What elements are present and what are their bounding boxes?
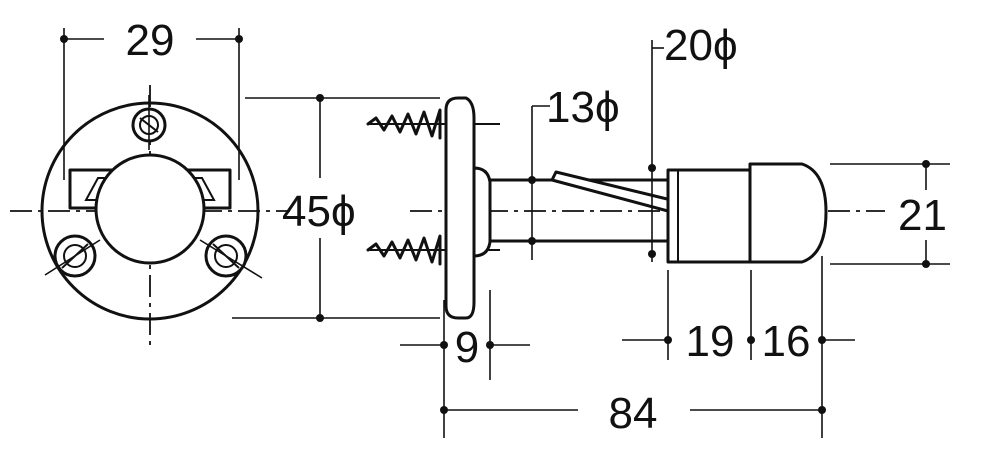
dim-19-dot-left [664,336,672,344]
dim-20-dot-top [648,164,656,172]
dim-45-dot-bottom [316,314,324,322]
screw-bottom-thread [366,234,442,266]
dim-21-label: 21 [898,191,947,240]
dim-20-label: 20ϕ [664,21,738,70]
wood-screw-top [366,108,500,140]
dim-84-dot-right [818,406,826,414]
dim-29-dot-left [60,35,68,43]
dim-21-dot-bottom [922,260,930,268]
dim-84-dot-left [440,406,448,414]
dim-84-label: 84 [609,389,658,438]
dim-16-label: 16 [762,317,811,366]
knob-outline [94,153,206,265]
dim-13-dot-top [528,176,536,184]
dim-29-dot-right [235,35,243,43]
screw-left-head [63,244,87,268]
dim-9-label: 9 [455,323,479,372]
flange-outline [40,101,260,321]
screw-left-axis [44,239,101,276]
dim-13-label: 13ϕ [546,83,620,132]
dim-16-dot-right [818,336,826,344]
screw-right-head [214,244,238,268]
dim-19-label: 19 [686,317,735,366]
front-view: 29 45ϕ [10,16,440,345]
side-view: 13ϕ 20ϕ 21 9 19 16 [366,21,950,438]
dim-9-dot-right [486,341,494,349]
flange-boss [472,166,492,258]
dim-45-dot-top [316,94,324,102]
screw-right-axis [199,239,263,279]
flange-side [444,96,476,320]
rubber-cap [748,162,828,264]
dim-13-dot-bottom [528,237,536,245]
screw-top-thread [366,108,442,140]
dim-9-dot-left [440,341,448,349]
dim-20-dot-bottom [648,250,656,258]
dim-29-label: 29 [126,16,175,65]
body-20 [666,168,752,264]
dim-21-dot-top [922,160,930,168]
dim-45-label: 45ϕ [282,187,356,236]
dim-19-16-dot-mid [747,336,755,344]
